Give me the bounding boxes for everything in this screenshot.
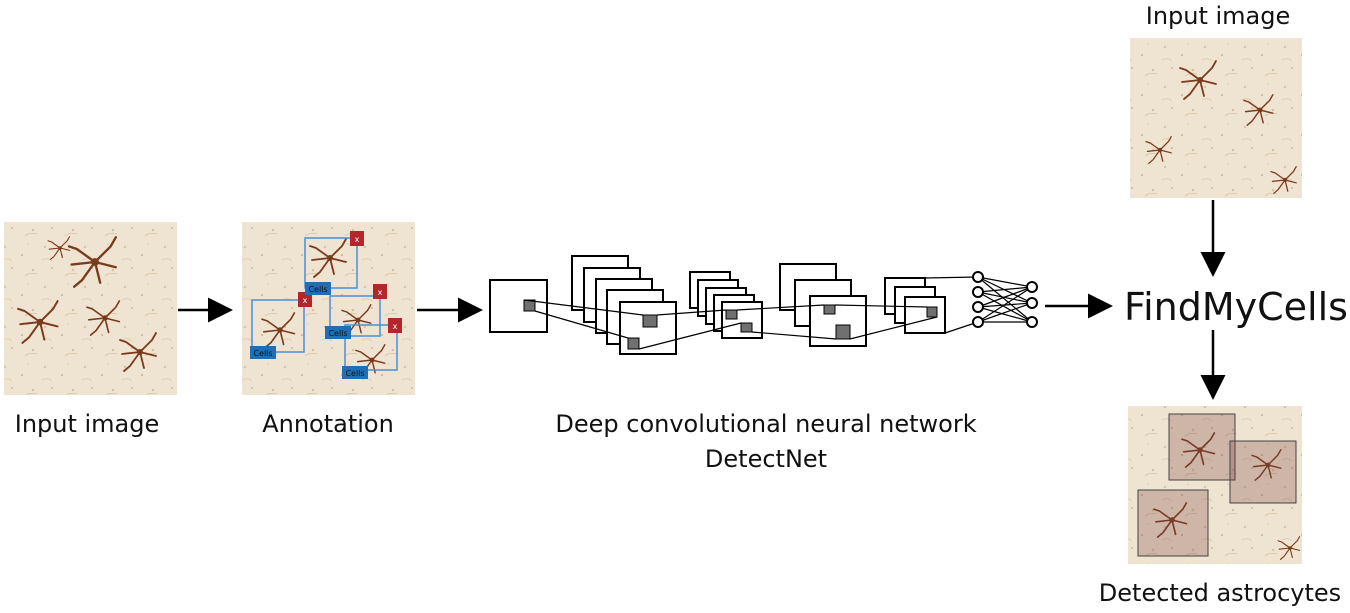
annotation-close-4[interactable] <box>388 318 402 333</box>
network-input-layer <box>489 279 548 333</box>
input-image-left-label: Input image <box>15 410 160 438</box>
input-image-left <box>4 222 177 395</box>
detection-box-3 <box>1137 489 1209 557</box>
conv-block-2 <box>689 271 763 339</box>
annotation-close-3-label: x <box>378 288 383 297</box>
annotation-close-1-label: x <box>355 235 360 244</box>
annotation-close-2-label: x <box>303 296 308 305</box>
annotation-label: Annotation <box>262 410 394 438</box>
annotation-tag-3-label: Cells <box>328 329 347 338</box>
network-diagram <box>489 255 1038 355</box>
annotation-close-3[interactable] <box>373 284 387 299</box>
fully-connected-layer <box>972 271 1038 328</box>
network-label-line2: DetectNet <box>705 445 827 473</box>
annotation-tag-3[interactable] <box>325 326 351 339</box>
annotation-tag-4[interactable] <box>342 366 368 379</box>
annotation-close-1[interactable] <box>350 231 364 246</box>
annotation-image: x x x x Cells Cells Cells Cells <box>242 222 415 395</box>
detected-astrocytes-label: Detected astrocytes <box>1099 579 1341 607</box>
input-image-right-label: Input image <box>1146 2 1291 30</box>
annotation-tag-1-label: Cells <box>308 285 327 294</box>
annotation-tag-1[interactable] <box>305 282 331 295</box>
conv-block-4 <box>884 277 946 334</box>
annotation-close-2[interactable] <box>298 292 312 307</box>
network-label-line1: Deep convolutional neural network <box>555 410 976 438</box>
detected-image <box>1128 406 1302 564</box>
detection-box-1 <box>1168 413 1236 481</box>
input-image-right <box>1130 38 1302 198</box>
annotation-tag-2[interactable] <box>250 346 276 359</box>
annotation-close-4-label: x <box>393 322 398 331</box>
findmycells-title: FindMyCells <box>1124 285 1348 329</box>
conv-block-1 <box>571 255 677 355</box>
annotation-tag-4-label: Cells <box>345 369 364 378</box>
annotation-tag-2-label: Cells <box>253 349 272 358</box>
detection-box-2 <box>1229 440 1297 504</box>
